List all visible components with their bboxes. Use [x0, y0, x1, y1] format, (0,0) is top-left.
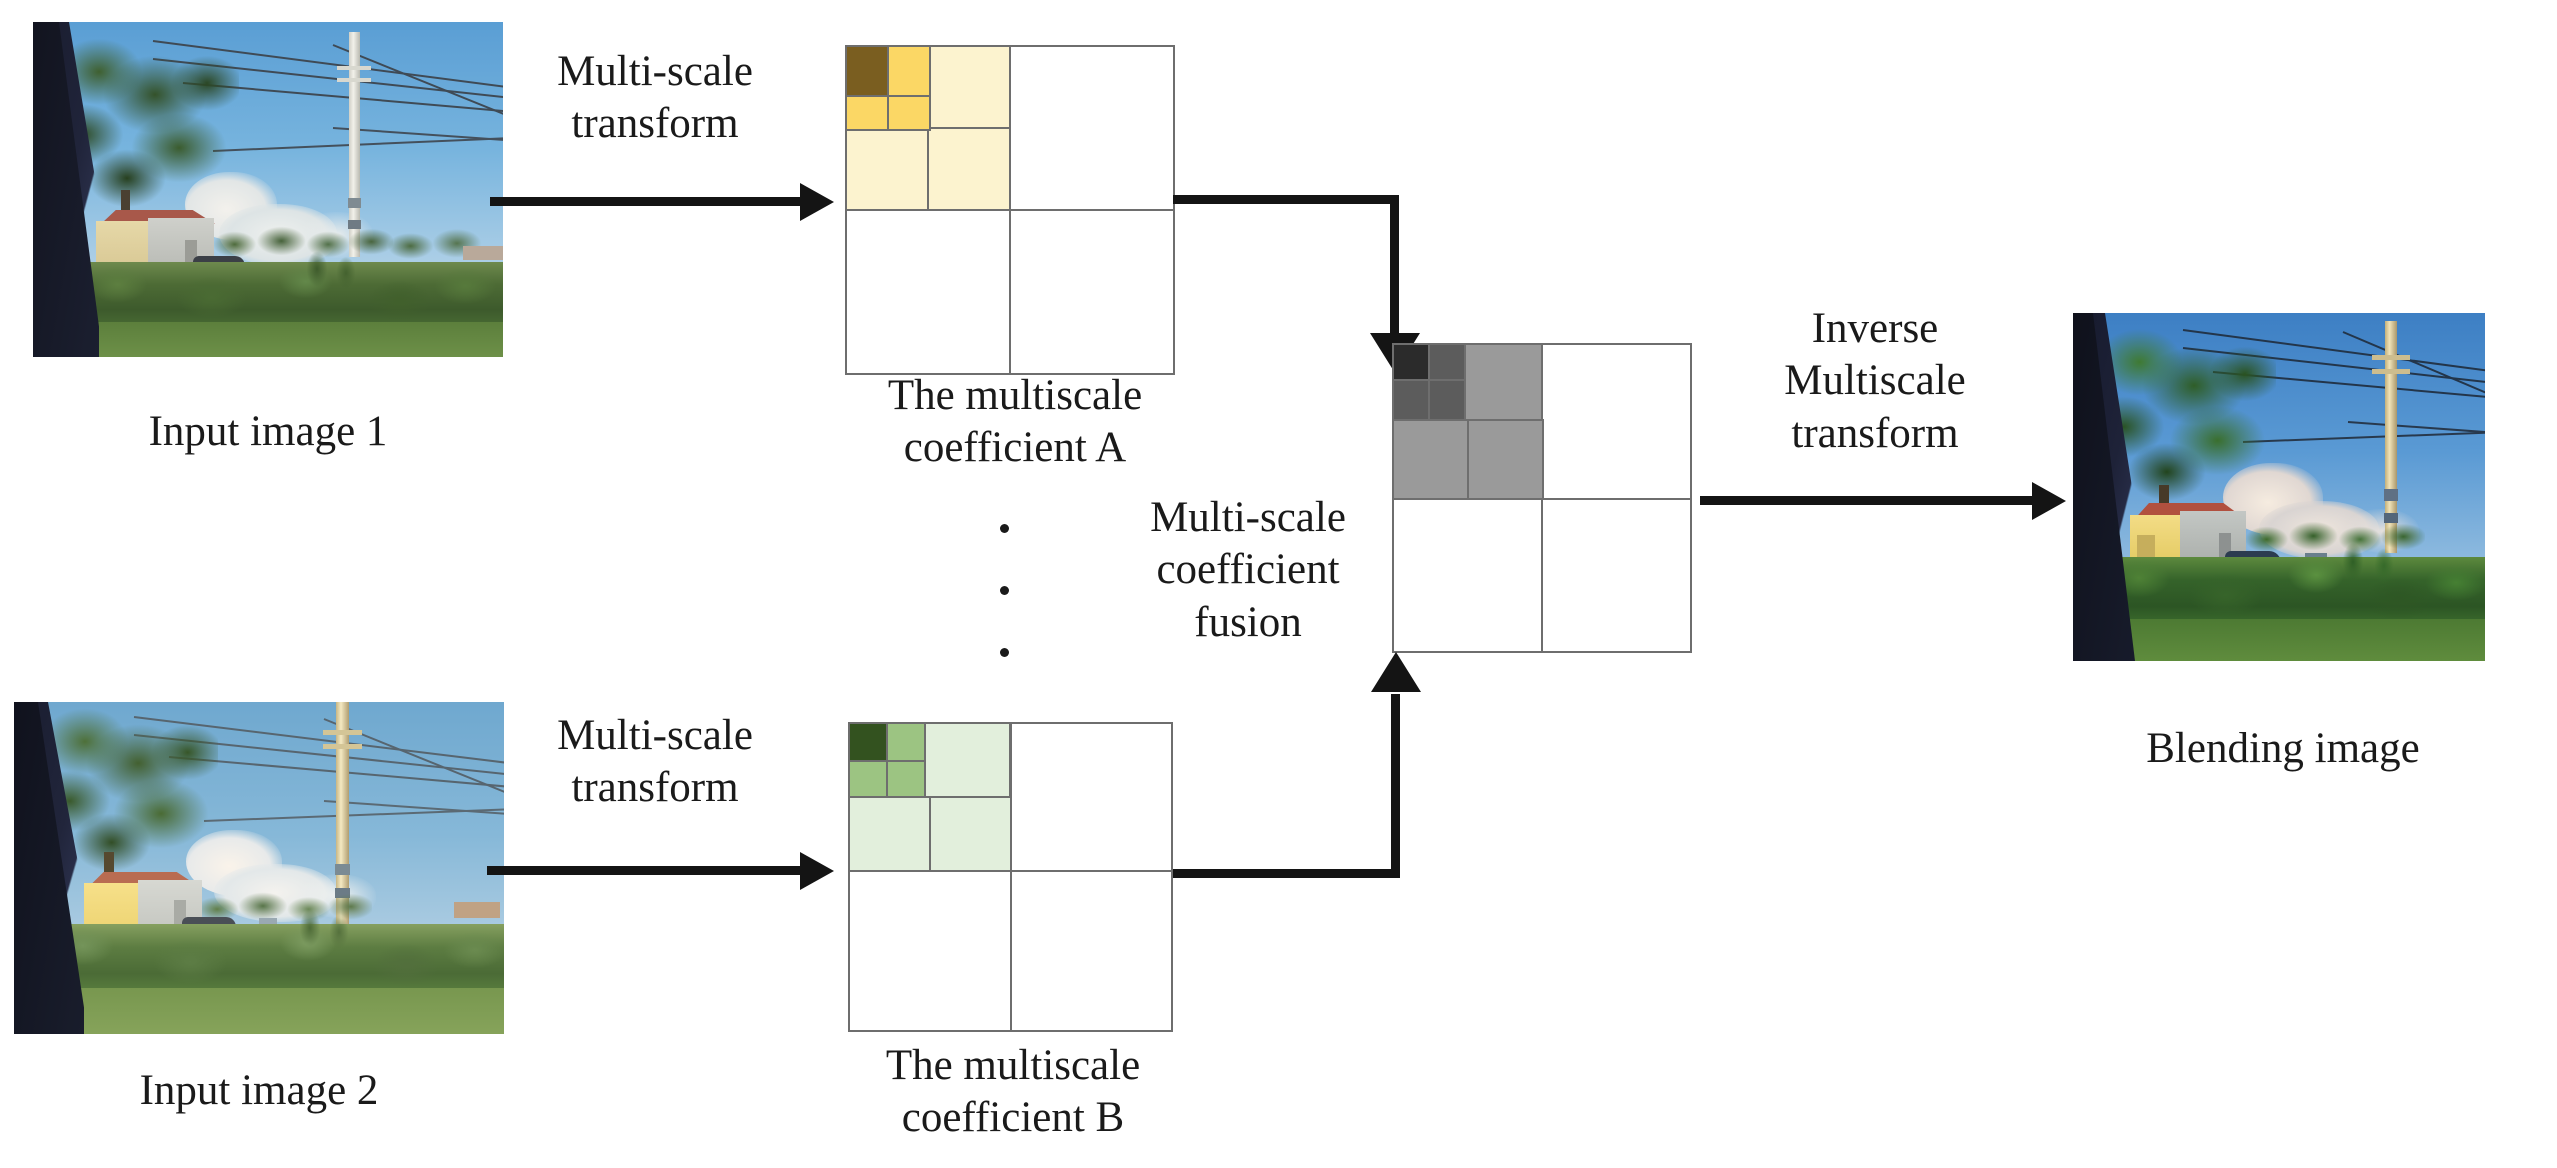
blending-image-photo — [2073, 313, 2485, 661]
fusion-label: Multi-scale coefficient fusion — [1150, 494, 1346, 646]
subband-LL3 — [1392, 343, 1430, 381]
input-image-2-caption: Input image 2 — [139, 1067, 379, 1114]
transform-label-top: Multi-scale transform — [557, 48, 753, 148]
subband-LH2 — [1392, 419, 1469, 500]
subband-LH3 — [848, 760, 888, 798]
input-image-2-photo — [14, 702, 504, 1034]
subband-LH2 — [848, 796, 931, 872]
subband-LL3 — [845, 45, 889, 97]
subband-HH2 — [929, 796, 1012, 872]
subband-HL3 — [887, 45, 931, 97]
fusion-grid — [1392, 343, 1692, 653]
subband-HH3 — [887, 95, 931, 131]
subband-LH3 — [845, 95, 889, 131]
subband-LH2 — [845, 127, 929, 211]
coefficient-a-caption: The multiscale coefficient A — [887, 372, 1143, 472]
subband-HL3 — [1428, 343, 1466, 381]
coefficient-b-grid — [848, 722, 1173, 1032]
inverse-transform-label: Inverse Multiscale transform — [1784, 305, 1966, 457]
subband-HH3 — [886, 760, 926, 798]
subband-LL3 — [848, 722, 888, 762]
subband-HH2 — [1467, 419, 1544, 500]
coefficient-a-grid — [845, 45, 1175, 375]
subband-LH3 — [1392, 379, 1430, 421]
coefficient-b-caption: The multiscale coefficient B — [885, 1042, 1141, 1142]
subband-HL3 — [886, 722, 926, 762]
input-image-1-photo — [33, 22, 503, 357]
input-image-1-caption: Input image 1 — [148, 408, 388, 455]
subband-HH2 — [927, 127, 1011, 211]
transform-label-bottom: Multi-scale transform — [557, 712, 753, 812]
blending-image-caption: Blending image — [2146, 725, 2420, 772]
subband-HH3 — [1428, 379, 1466, 421]
